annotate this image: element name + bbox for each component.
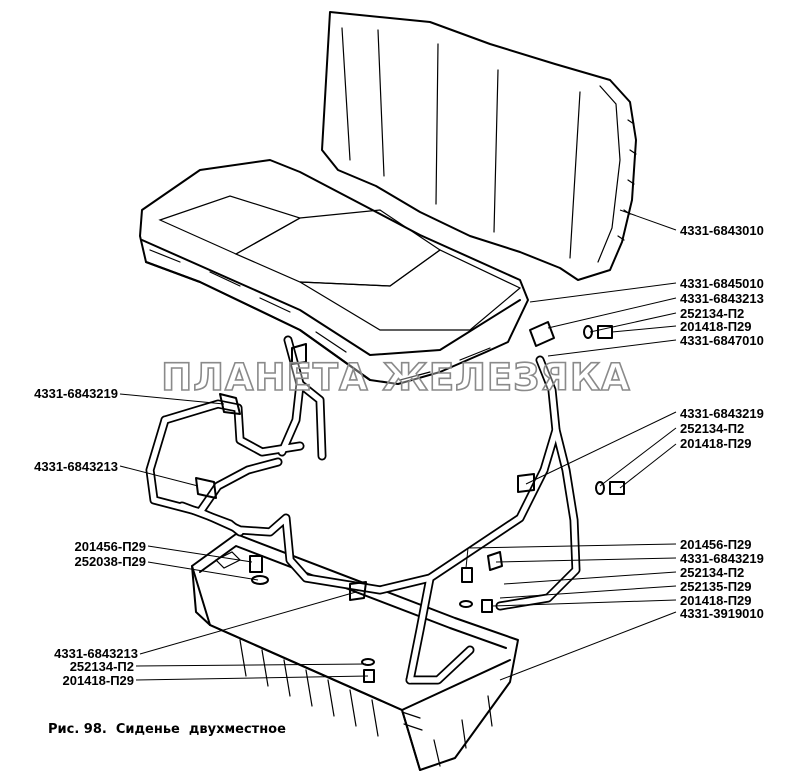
leader-lines <box>119 209 677 681</box>
callout-bracket-right-mid: 4331-6843219 <box>680 406 764 421</box>
figure-caption: Рис. 98. Сиденье двухместное <box>48 722 286 737</box>
callout-bolt-left-lower: 201456-П29 <box>74 539 146 554</box>
callout-nut-right-lower: 201418-П29 <box>680 593 752 608</box>
watermark: ПЛАНЕТА ЖЕЛЕЗЯКА <box>160 355 631 400</box>
callout-box: 4331-3919010 <box>680 606 764 621</box>
callout-bolt2-right-lower: 252134-П2 <box>680 565 745 580</box>
callout-bracket-right-lower: 4331-6843219 <box>680 551 764 566</box>
callout-bracket-top-right: 4331-6843213 <box>680 291 764 306</box>
callout-bolt-right-lower: 201456-П29 <box>680 537 752 552</box>
callout-washer-top-right: 201418-П29 <box>680 319 752 334</box>
callout-bracket-left-upper: 4331-6843219 <box>34 386 118 401</box>
callout-frame: 4331-6847010 <box>680 333 764 348</box>
callout-washer-bottom: 201418-П29 <box>62 673 134 688</box>
callout-bolt-right-mid: 252134-П2 <box>680 421 745 436</box>
callout-bolt-top-right: 252134-П2 <box>680 306 745 321</box>
callout-washer-left-lower: 252038-П29 <box>74 554 146 569</box>
seat-cushion-drawing <box>139 159 529 385</box>
callout-bolt-bottom: 252134-П2 <box>69 659 134 674</box>
callout-bracket-bottom: 4331-6843213 <box>54 646 138 661</box>
callout-washer-right-mid: 201418-П29 <box>680 436 752 451</box>
callout-bracket-left-mid: 4331-6843213 <box>34 459 118 474</box>
callout-cushion: 4331-6845010 <box>680 276 764 291</box>
callout-washer2-right-lower: 252135-П29 <box>680 579 752 594</box>
backrest-drawing <box>321 11 637 281</box>
callout-backrest: 4331-6843010 <box>680 223 764 238</box>
tube-frame-drawing <box>145 321 581 685</box>
